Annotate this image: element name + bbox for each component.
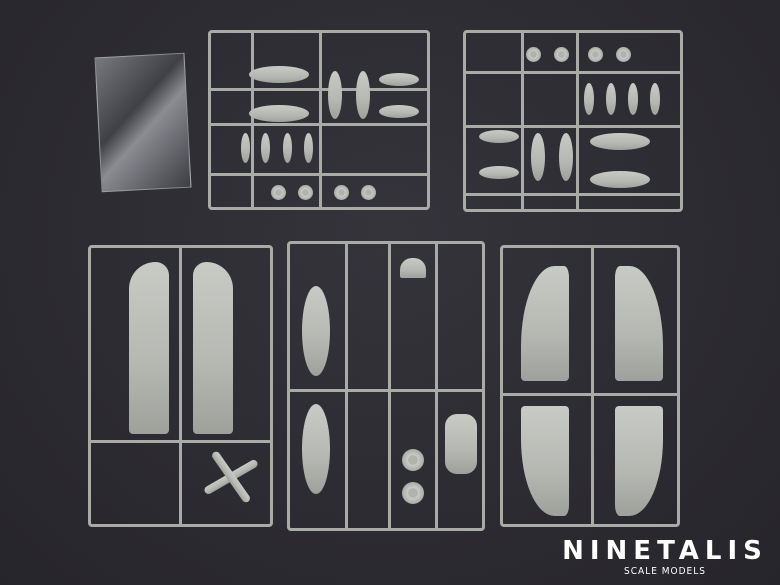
drop-tank bbox=[379, 73, 419, 86]
drop-tank bbox=[249, 66, 309, 83]
wheel bbox=[526, 47, 541, 62]
wheel bbox=[616, 47, 631, 62]
drop-tank bbox=[328, 71, 342, 119]
watermark-brand: NINETALIS bbox=[562, 536, 768, 566]
wheel bbox=[271, 185, 286, 200]
wheel bbox=[298, 185, 313, 200]
bomb bbox=[650, 83, 660, 115]
sprue-weapons-a bbox=[208, 30, 430, 210]
wing-lower-left bbox=[521, 406, 569, 516]
wing-upper-left bbox=[521, 266, 569, 381]
drop-tank bbox=[559, 133, 573, 181]
engine bbox=[402, 482, 424, 504]
bomb bbox=[283, 133, 292, 163]
drop-tank bbox=[590, 133, 650, 150]
bomb bbox=[241, 133, 250, 163]
drop-tank bbox=[479, 166, 519, 179]
drop-tank bbox=[531, 133, 545, 181]
wheel bbox=[334, 185, 349, 200]
wheel bbox=[554, 47, 569, 62]
sprue-wings bbox=[500, 245, 680, 527]
fuselage-half-right bbox=[193, 262, 233, 434]
bomb bbox=[584, 83, 594, 115]
wheel bbox=[361, 185, 376, 200]
watermark-tagline: SCALE MODELS bbox=[624, 566, 706, 577]
drop-tank bbox=[249, 105, 309, 122]
wing-lower-right bbox=[615, 406, 663, 516]
drop-tank bbox=[479, 130, 519, 143]
fuselage-half-left bbox=[129, 262, 169, 434]
wing-upper-right bbox=[615, 266, 663, 381]
clear-parts-bag bbox=[94, 52, 192, 193]
drop-tank bbox=[379, 105, 419, 118]
tailplane bbox=[302, 404, 330, 494]
sprue-fuselage bbox=[88, 245, 273, 527]
drop-tank bbox=[590, 171, 650, 188]
sprue-weapons-b bbox=[463, 30, 683, 212]
drop-tank bbox=[356, 71, 370, 119]
bomb bbox=[261, 133, 270, 163]
canopy-part bbox=[400, 258, 426, 278]
propeller-blade bbox=[210, 450, 252, 504]
tailplane bbox=[302, 286, 330, 376]
engine bbox=[402, 449, 424, 471]
bomb bbox=[628, 83, 638, 115]
cowling bbox=[445, 414, 477, 474]
bomb bbox=[606, 83, 616, 115]
sprue-details bbox=[287, 241, 485, 531]
wheel bbox=[588, 47, 603, 62]
watermark-logo: NINETALIS SCALE MODELS bbox=[560, 538, 770, 577]
bomb bbox=[304, 133, 313, 163]
